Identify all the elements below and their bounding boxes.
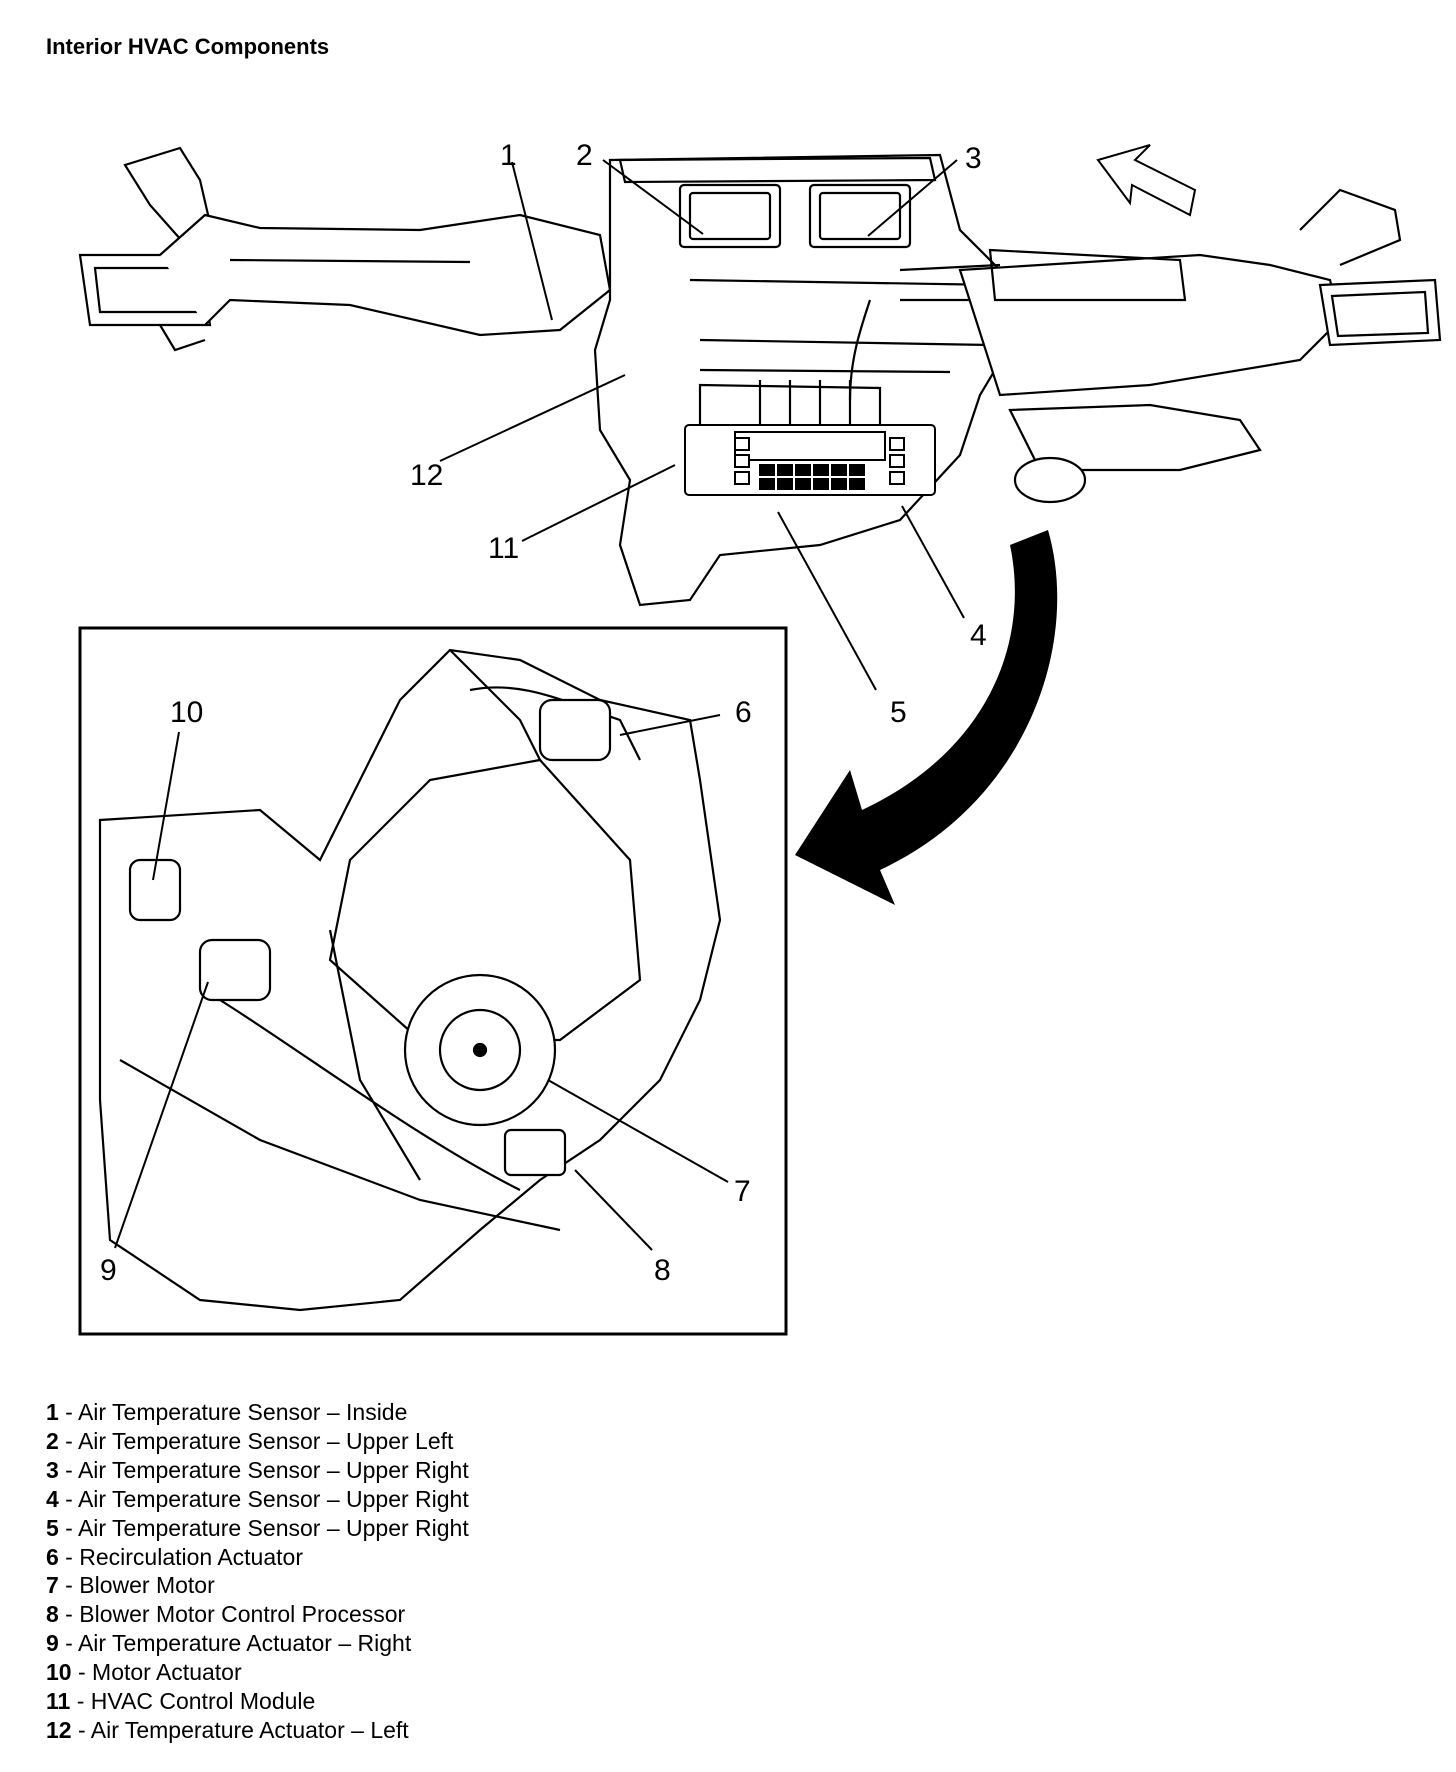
leader-line-1 <box>511 161 553 321</box>
legend-item: 1 - Air Temperature Sensor – Inside <box>46 1399 408 1425</box>
blower-assembly-detail <box>98 648 722 1312</box>
callout-10: 10 <box>170 696 203 729</box>
leader-line-9 <box>114 981 209 1249</box>
callout-12: 12 <box>410 459 443 492</box>
forward-direction-arrow <box>1096 144 1197 217</box>
hvac-control-panel <box>684 424 936 496</box>
callout-1: 1 <box>500 139 517 172</box>
legend-item: 7 - Blower Motor <box>46 1572 215 1599</box>
diagram-title: Interior HVAC Components <box>46 34 330 59</box>
callout-6: 6 <box>735 696 752 729</box>
legend-item: 9 - Air Temperature Actuator – Right <box>46 1630 412 1657</box>
leader-line-3 <box>867 159 958 237</box>
leader-line-7 <box>547 1079 729 1183</box>
callout-5: 5 <box>890 696 907 729</box>
callout-8: 8 <box>654 1254 671 1287</box>
detail-view-arrow <box>795 530 1058 905</box>
leader-line-4 <box>901 505 965 619</box>
leader-line-11 <box>521 464 676 542</box>
callout-7: 7 <box>734 1175 751 1208</box>
leader-lines <box>114 159 965 1251</box>
leader-line-6 <box>619 714 721 736</box>
legend-item: 11 - HVAC Control Module <box>46 1688 316 1715</box>
leader-line-10 <box>152 731 180 881</box>
leader-line-2 <box>602 159 704 235</box>
callout-4: 4 <box>970 619 987 652</box>
legend-item: 8 - Blower Motor Control Processor <box>46 1601 406 1628</box>
legend-item: 12 - Air Temperature Actuator – Left <box>46 1716 409 1743</box>
legend-item: 4 - Air Temperature Sensor – Upper Right <box>46 1485 469 1512</box>
callout-labels: 1 2 3 4 5 6 7 8 9 10 11 12 <box>100 139 987 1287</box>
control-buttons-left <box>734 437 750 485</box>
component-legend: 1 - Air Temperature Sensor – Inside 2 - … <box>46 1398 469 1745</box>
leader-line-12 <box>439 374 626 462</box>
legend-item: 2 - Air Temperature Sensor – Upper Left <box>46 1427 454 1454</box>
callout-11: 11 <box>488 532 519 565</box>
legend-item: 3 - Air Temperature Sensor – Upper Right <box>46 1456 469 1483</box>
callout-3: 3 <box>965 142 982 175</box>
control-buttons-right <box>889 437 905 485</box>
leader-line-5 <box>777 511 877 691</box>
callout-2: 2 <box>576 139 593 172</box>
hvac-module-housing <box>593 153 1012 607</box>
right-air-duct <box>958 188 1442 504</box>
left-air-duct <box>78 146 612 352</box>
leader-line-8 <box>574 1169 653 1251</box>
legend-item: 10 - Motor Actuator <box>46 1659 242 1686</box>
callout-9: 9 <box>100 1254 117 1287</box>
legend-item: 6 - Recirculation Actuator <box>46 1543 303 1570</box>
legend-item: 5 - Air Temperature Sensor – Upper Right <box>46 1514 469 1541</box>
control-button-grid <box>759 464 865 490</box>
